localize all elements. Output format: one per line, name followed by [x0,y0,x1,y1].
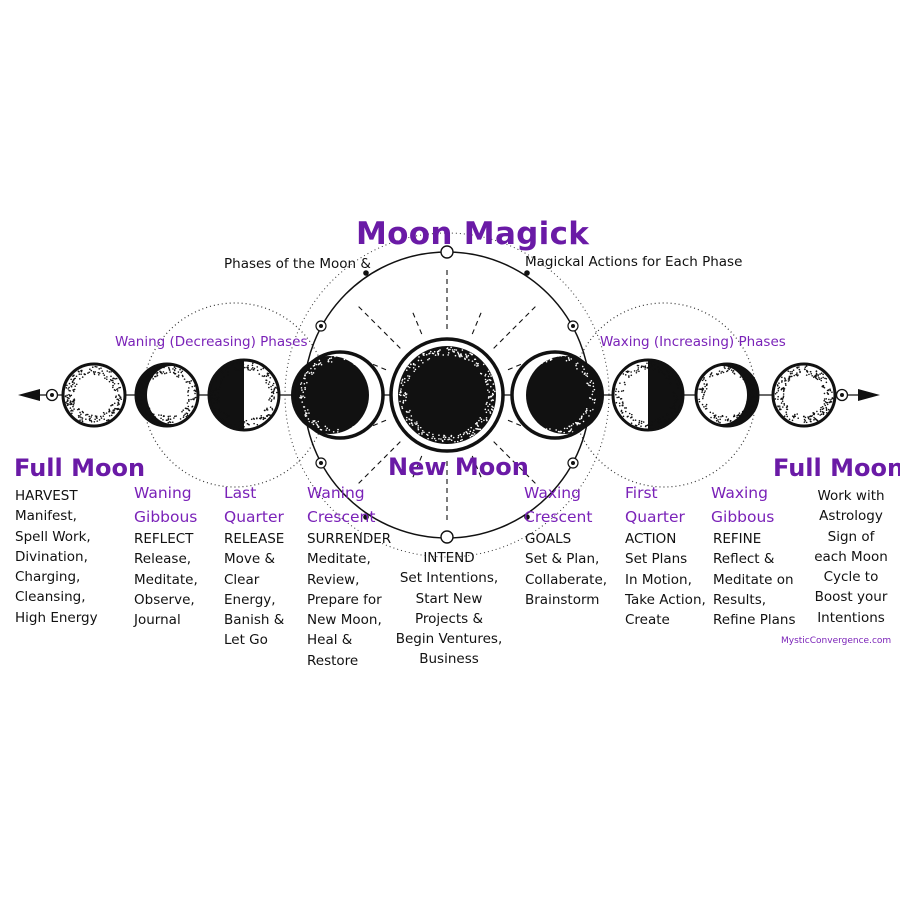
first-quarter-icon [611,358,685,432]
ray-line [411,455,423,481]
waning-phases-label: Waning (Decreasing) Phases [115,334,308,350]
ring-node-lower-left-icon [315,457,327,469]
subtitle-left: Phases of the Moon & [224,256,371,272]
waxing-crescent-desc: GOALS Set & Plan, Collaberate, Brainstor… [525,531,608,608]
end-bullet-left-icon [45,388,59,402]
outer-dotted-ring [284,232,610,558]
full-moon-left-icon [61,362,127,428]
full-moon-right-icon [771,362,837,428]
ray-line [493,304,538,349]
end-bullet-right-icon [835,388,849,402]
waxing-phases-label: Waxing (Increasing) Phases [600,334,786,350]
site-credit: MysticConvergence.com [781,636,892,646]
full-moon-left-label: Full Moon [14,454,146,482]
waxing-gibbous-icon [694,362,760,428]
ring-dot-icon [363,514,369,520]
new-moon-icon [389,337,505,453]
last-quarter-label: Last Quarter [224,484,284,526]
first-quarter-desc: ACTION Set Plans In Motion, Take Action,… [625,531,706,629]
ring-dot-icon [524,270,530,276]
waning-crescent-desc: SURRENDER Meditate, Review, Prepare for … [307,531,392,669]
waxing-gibbous-desc: REFINE Reflect & Meditate on Results, Re… [713,531,796,629]
ring-node-upper-right-icon [567,320,579,332]
ring-node-upper-left-icon [315,320,327,332]
new-moon-desc: INTEND Set Intentions, Start New Project… [395,550,503,668]
waning-crescent-icon [291,350,385,440]
waning-gibbous-icon [134,362,200,428]
ring-node-bottom-icon [440,530,454,544]
full-moon-right-label: Full Moon [773,454,900,482]
waning-gibbous-desc: REFLECT Release, Meditate, Observe, Jour… [134,531,198,629]
ray-line [356,304,401,349]
waxing-gibbous-label: Waxing Gibbous [711,484,775,526]
arrow-left-icon [18,389,40,401]
ray-line [493,441,538,486]
new-moon-label: New Moon [388,453,529,481]
ring-dot-icon [524,514,530,520]
last-quarter-desc: RELEASE Move & Clear Energy, Banish & Le… [224,531,285,649]
waxing-crescent-icon [510,350,604,440]
last-quarter-icon [207,358,281,432]
full-moon-left-desc: HARVEST Manifest, Spell Work, Divination… [15,488,98,626]
page-title: Moon Magick [356,216,590,252]
ray-line [471,455,483,481]
ray-line [356,441,401,486]
waning-crescent-label: Waning Crescent [307,484,376,526]
ray-line [471,309,483,335]
first-quarter-label: First Quarter [625,484,685,526]
ring-node-lower-right-icon [567,457,579,469]
waxing-crescent-label: Waxing Crescent [524,484,593,526]
ring-dot-icon [363,270,369,276]
waning-gibbous-label: Waning Gibbous [134,484,198,526]
subtitle-right: Magickal Actions for Each Phase [525,254,743,270]
ray-line [411,309,423,335]
arrow-right-icon [858,389,880,401]
ring-node-top-icon [440,245,454,259]
full-moon-right-desc: Work with Astrology Sign of each Moon Cy… [814,488,888,626]
